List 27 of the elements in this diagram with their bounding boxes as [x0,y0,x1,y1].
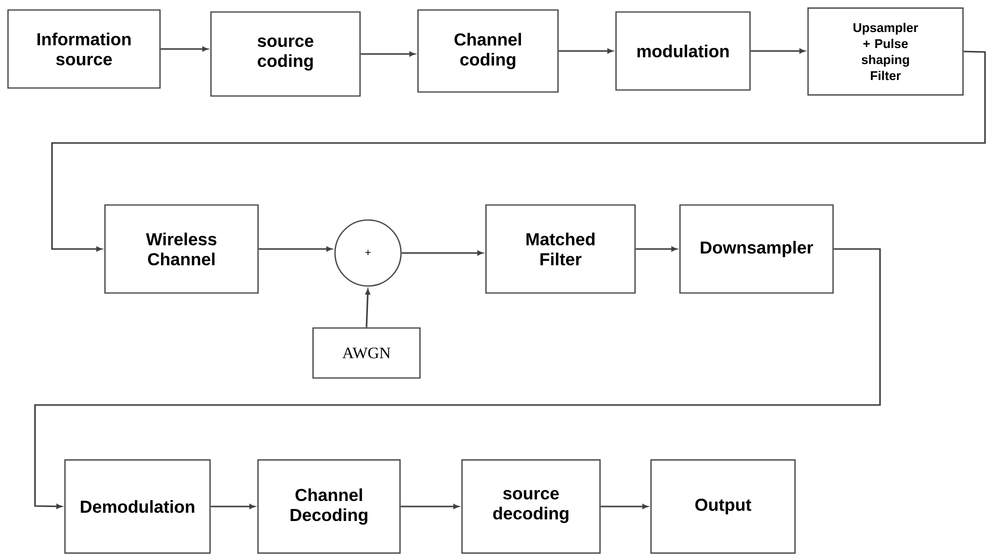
arrow [51,50,986,252]
block-box: source coding [210,11,361,97]
arrow [365,289,370,328]
arrow [34,248,881,509]
arrow [210,504,255,509]
summing-junction: + [334,219,402,287]
block-box: Wireless Channel [104,204,259,294]
block-box: modulation [615,11,751,91]
block-box: Channel Decoding [257,459,401,554]
arrow [258,246,332,252]
arrow [600,504,648,509]
block-box: Demodulation [64,459,211,554]
arrow [402,250,483,256]
arrow [160,46,208,52]
block-box: Downsampler [679,204,834,294]
block-box: Upsampler + Pulse shaping Filter [807,7,964,96]
arrow [636,246,677,252]
block-box: AWGN [312,327,421,379]
arrow [558,48,613,54]
block-box: source decoding [461,459,601,554]
block-box: Channel coding [417,9,559,93]
arrow [360,52,415,56]
block-box: Output [650,459,796,554]
arrow [750,48,805,54]
block-box: Information source [7,9,161,89]
arrow [400,504,459,509]
block-box: Matched Filter [485,204,636,294]
